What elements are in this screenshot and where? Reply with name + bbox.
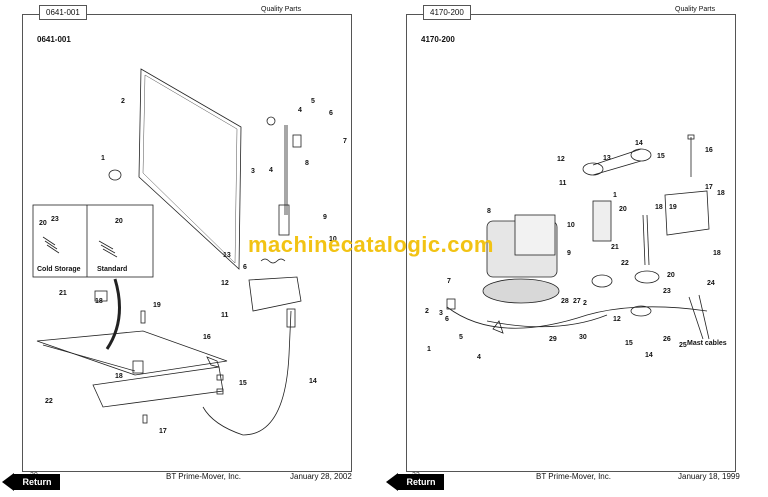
callout-3: 3 bbox=[251, 168, 255, 175]
callout-2: 2 bbox=[425, 308, 429, 315]
callout-13: 13 bbox=[223, 252, 231, 259]
callout-18b: 18 bbox=[115, 373, 123, 380]
return-label: Return bbox=[398, 474, 444, 490]
callout-16: 16 bbox=[203, 334, 211, 341]
right-date: January 18, 1999 bbox=[678, 472, 740, 481]
callout-24: 24 bbox=[707, 280, 715, 287]
mast-cables-label: Mast cables bbox=[687, 340, 727, 347]
right-catalog-page: 4170-200 Quality Parts 4170-200 bbox=[406, 5, 736, 472]
callout-21: 21 bbox=[611, 244, 619, 251]
callout-20: 20 bbox=[619, 206, 627, 213]
callout-21: 21 bbox=[59, 290, 67, 297]
callout-7: 7 bbox=[447, 278, 451, 285]
page-tab: 0641-001 bbox=[39, 5, 87, 20]
return-button-left[interactable]: Return bbox=[2, 473, 64, 491]
callout-18: 18 bbox=[95, 298, 103, 305]
callout-3: 3 bbox=[439, 310, 443, 317]
callout-17: 17 bbox=[705, 184, 713, 191]
cold-storage-label: Cold Storage bbox=[37, 266, 81, 273]
callout-8: 8 bbox=[305, 160, 309, 167]
callout-12: 12 bbox=[557, 156, 565, 163]
callout-12: 12 bbox=[221, 280, 229, 287]
callout-16: 16 bbox=[705, 147, 713, 154]
callout-18c: 18 bbox=[713, 250, 721, 257]
callout-14b: 14 bbox=[645, 352, 653, 359]
callout-4: 4 bbox=[477, 354, 481, 361]
callout-12b: 12 bbox=[613, 316, 621, 323]
callout-1: 1 bbox=[101, 155, 105, 162]
quality-parts-label: Quality Parts bbox=[675, 6, 716, 13]
section-title: 4170-200 bbox=[421, 35, 455, 44]
callout-10: 10 bbox=[329, 236, 337, 243]
callout-26: 26 bbox=[663, 336, 671, 343]
standard-label: Standard bbox=[97, 266, 127, 273]
callout-20b: 20 bbox=[115, 218, 123, 225]
callout-6b: 6 bbox=[243, 264, 247, 271]
callout-18b: 18 bbox=[717, 190, 725, 197]
watermark: machinecatalogic.com bbox=[248, 232, 494, 257]
callout-1: 1 bbox=[427, 346, 431, 353]
callout-22: 22 bbox=[45, 398, 53, 405]
back-arrow-icon bbox=[2, 473, 14, 491]
callout-15: 15 bbox=[239, 380, 247, 387]
page-tab: 4170-200 bbox=[423, 5, 471, 20]
parts-diagram-right: 1 2 3 4 5 6 7 8 9 10 11 12 13 14 15 16 1… bbox=[425, 134, 727, 361]
callout-14: 14 bbox=[309, 378, 317, 385]
return-label: Return bbox=[14, 474, 60, 490]
callout-28: 28 bbox=[561, 298, 569, 305]
section-title: 0641-001 bbox=[37, 35, 71, 44]
callout-15: 15 bbox=[657, 153, 665, 160]
callout-11: 11 bbox=[559, 180, 567, 187]
callout-14: 14 bbox=[635, 140, 643, 147]
callout-23: 23 bbox=[51, 216, 59, 223]
callout-19: 19 bbox=[153, 302, 161, 309]
callout-2b: 2 bbox=[583, 300, 587, 307]
parts-diagram-left: 1 2 3 4 4 5 6 7 8 9 10 11 12 13 6 14 15 … bbox=[32, 68, 347, 436]
callout-17: 17 bbox=[159, 428, 167, 435]
callout-4b: 4 bbox=[269, 167, 273, 174]
callout-6: 6 bbox=[445, 316, 449, 323]
callout-5: 5 bbox=[459, 334, 463, 341]
right-publisher: BT Prime-Mover, Inc. bbox=[536, 472, 611, 481]
left-publisher: BT Prime-Mover, Inc. bbox=[166, 472, 241, 481]
callout-23: 23 bbox=[663, 288, 671, 295]
callout-4: 4 bbox=[298, 107, 302, 114]
callout-2: 2 bbox=[121, 98, 125, 105]
quality-parts-label: Quality Parts bbox=[261, 6, 302, 13]
callout-5: 5 bbox=[311, 98, 315, 105]
callout-18: 18 bbox=[655, 204, 663, 211]
back-arrow-icon bbox=[386, 473, 398, 491]
callout-20: 20 bbox=[39, 220, 47, 227]
callout-27: 27 bbox=[573, 298, 581, 305]
left-date: January 28, 2002 bbox=[290, 472, 352, 481]
callout-13: 13 bbox=[603, 155, 611, 162]
left-catalog-page: 0641-001 Quality Parts 0641-001 bbox=[22, 5, 352, 472]
callout-7: 7 bbox=[343, 138, 347, 145]
inset-box bbox=[32, 204, 154, 278]
callout-1b: 1 bbox=[613, 192, 617, 199]
callout-8: 8 bbox=[487, 208, 491, 215]
callout-6: 6 bbox=[329, 110, 333, 117]
callout-15b: 15 bbox=[625, 340, 633, 347]
panel-outline bbox=[138, 68, 242, 270]
callout-11: 11 bbox=[221, 312, 229, 319]
callout-9: 9 bbox=[567, 250, 571, 257]
callout-19: 19 bbox=[669, 204, 677, 211]
callout-29: 29 bbox=[549, 336, 557, 343]
callout-10: 10 bbox=[567, 222, 575, 229]
callout-9: 9 bbox=[323, 214, 327, 221]
callout-22: 22 bbox=[621, 260, 629, 267]
return-button-right[interactable]: Return bbox=[386, 473, 448, 491]
callout-25: 25 bbox=[679, 342, 687, 349]
callout-30: 30 bbox=[579, 334, 587, 341]
callout-20b: 20 bbox=[667, 272, 675, 279]
